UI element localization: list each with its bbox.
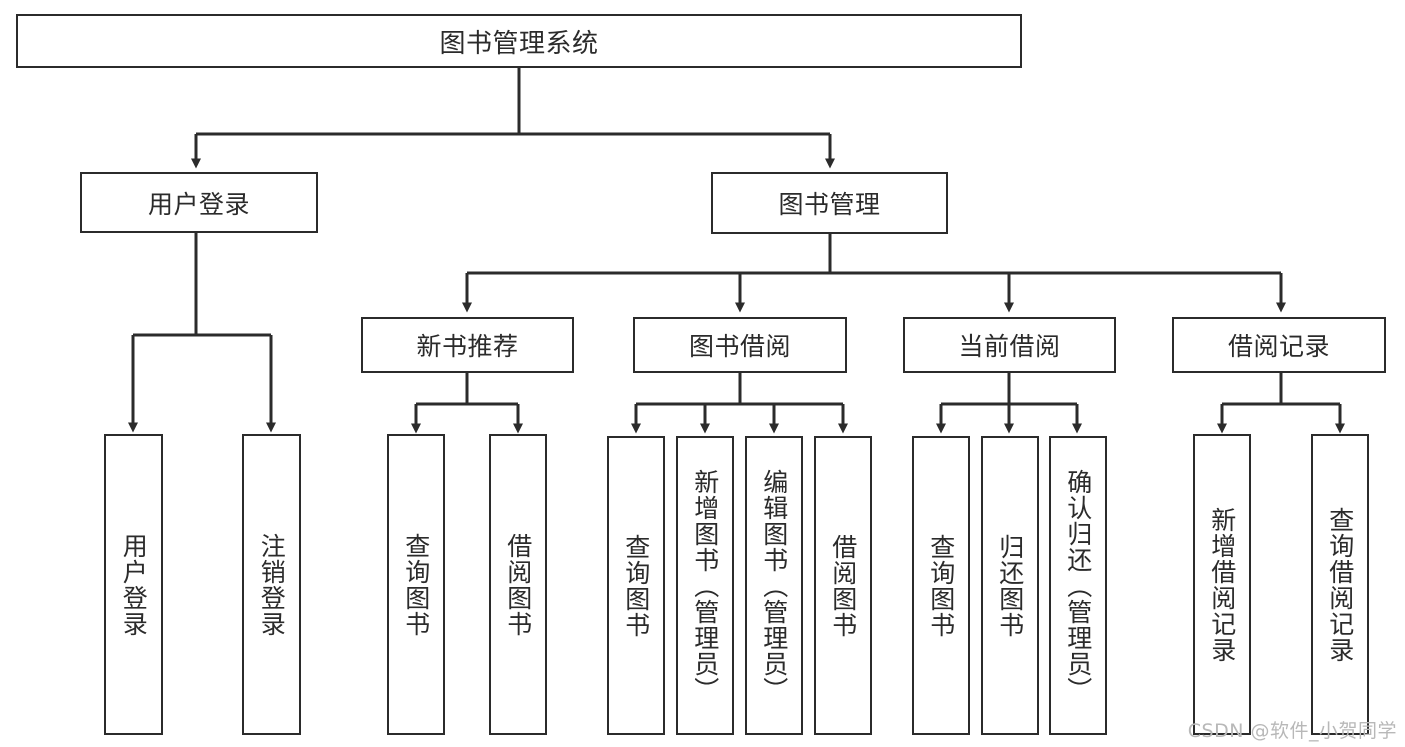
node-user-login[interactable]: 用户登录 [80,172,318,233]
node-label: 注销登录 [257,532,287,637]
node-label: 借阅记录 [1227,332,1330,361]
node-label: 查询图书 [926,533,956,638]
watermark: CSDN @软件_小贺同学 [1187,720,1397,742]
node-book-borrow[interactable]: 图书借阅 [633,317,847,373]
node-label: 编辑图书（管理员） [759,468,789,703]
node-label: 当前借阅 [958,332,1061,361]
node-leaf-edit-book[interactable]: 编辑图书（管理员） [745,436,803,735]
node-leaf-user-logout[interactable]: 注销登录 [242,434,301,735]
node-label: 查询图书 [621,533,651,638]
node-leaf-query-book-1[interactable]: 查询图书 [387,434,445,735]
node-leaf-borrow-book-1[interactable]: 借阅图书 [489,434,547,735]
node-label: 查询借阅记录 [1325,506,1355,663]
node-book-management[interactable]: 图书管理 [711,172,948,234]
node-label: 图书借阅 [688,332,791,361]
node-new-book-recommend[interactable]: 新书推荐 [361,317,574,373]
node-label: 查询图书 [401,532,431,637]
node-leaf-borrow-book-2[interactable]: 借阅图书 [814,436,872,735]
node-label: 用户登录 [147,189,250,219]
node-label: 图书管理系统 [439,28,599,59]
node-label: 借阅图书 [828,533,858,638]
node-label: 图书管理 [778,190,881,219]
node-leaf-user-login[interactable]: 用户登录 [104,434,163,735]
node-label: 新书推荐 [416,332,519,361]
node-current-borrow[interactable]: 当前借阅 [903,317,1116,373]
node-borrow-record[interactable]: 借阅记录 [1172,317,1386,373]
node-leaf-query-book-2[interactable]: 查询图书 [607,436,665,735]
node-label: 借阅图书 [503,532,533,637]
node-label: 用户登录 [119,532,149,637]
node-leaf-add-record[interactable]: 新增借阅记录 [1193,434,1251,735]
node-label: 新增借阅记录 [1207,506,1237,663]
node-label: 确认归还（管理员） [1063,468,1093,703]
node-leaf-confirm-return[interactable]: 确认归还（管理员） [1049,436,1107,735]
node-label: 归还图书 [995,533,1025,638]
node-leaf-query-record[interactable]: 查询借阅记录 [1311,434,1369,735]
node-root-book-management-system[interactable]: 图书管理系统 [16,14,1022,68]
node-leaf-return-book[interactable]: 归还图书 [981,436,1039,735]
node-leaf-add-book[interactable]: 新增图书（管理员） [676,436,734,735]
node-label: 新增图书（管理员） [690,468,720,703]
node-leaf-query-book-3[interactable]: 查询图书 [912,436,970,735]
